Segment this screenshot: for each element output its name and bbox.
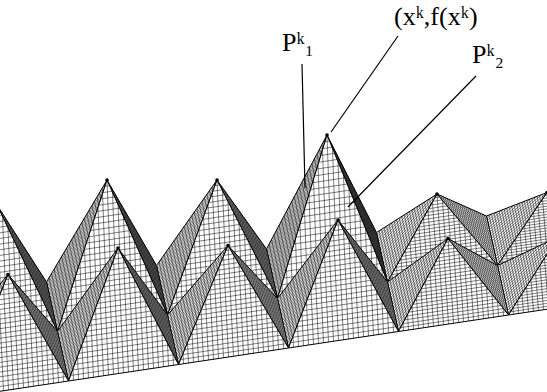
face-fill <box>179 246 289 365</box>
apex-dot <box>336 218 340 222</box>
pyramid <box>278 220 399 348</box>
callout-label: Pᵏ₂ <box>470 40 506 70</box>
pyramid <box>388 239 509 332</box>
pyramid <box>168 246 289 365</box>
pyramid-face <box>0 275 69 392</box>
pyramid-face <box>179 246 289 365</box>
mesh-lines <box>71 248 176 380</box>
leader-line <box>348 76 476 207</box>
apex-dot <box>226 244 230 248</box>
face-edge <box>69 248 179 381</box>
face-fill <box>399 239 509 332</box>
face-fill <box>509 237 547 315</box>
apex-dot <box>215 178 219 182</box>
apex-dot <box>435 192 439 196</box>
callout-label: Pᵏ₁ <box>280 28 316 58</box>
leader-line <box>331 36 398 132</box>
mesh-lines <box>0 275 66 392</box>
apex-dot <box>545 191 547 195</box>
face-fill <box>69 248 179 381</box>
face-edge <box>289 220 399 348</box>
callout-label: (xᵏ,f(xᵏ) <box>392 2 480 32</box>
apex-dot <box>116 246 120 250</box>
apex-dot <box>446 237 450 241</box>
mesh-lines <box>401 239 506 331</box>
face-fill <box>0 275 69 392</box>
pyramid-face <box>509 237 547 315</box>
apex-dot <box>6 273 10 277</box>
pyramid <box>0 275 69 392</box>
mesh-lines <box>181 246 286 364</box>
apex-dot <box>325 133 329 137</box>
pyramid-face <box>399 239 509 332</box>
face-edge <box>0 275 69 392</box>
face-edge <box>179 246 289 365</box>
pyramid-face <box>69 248 179 381</box>
face-edge <box>399 239 509 332</box>
leader-line <box>302 64 305 188</box>
apex-dot <box>105 178 109 182</box>
pyramid <box>58 248 179 381</box>
pyramid-face <box>289 220 399 348</box>
face-fill <box>289 220 399 348</box>
face-edge <box>509 237 547 315</box>
mesh-lines <box>291 220 396 347</box>
